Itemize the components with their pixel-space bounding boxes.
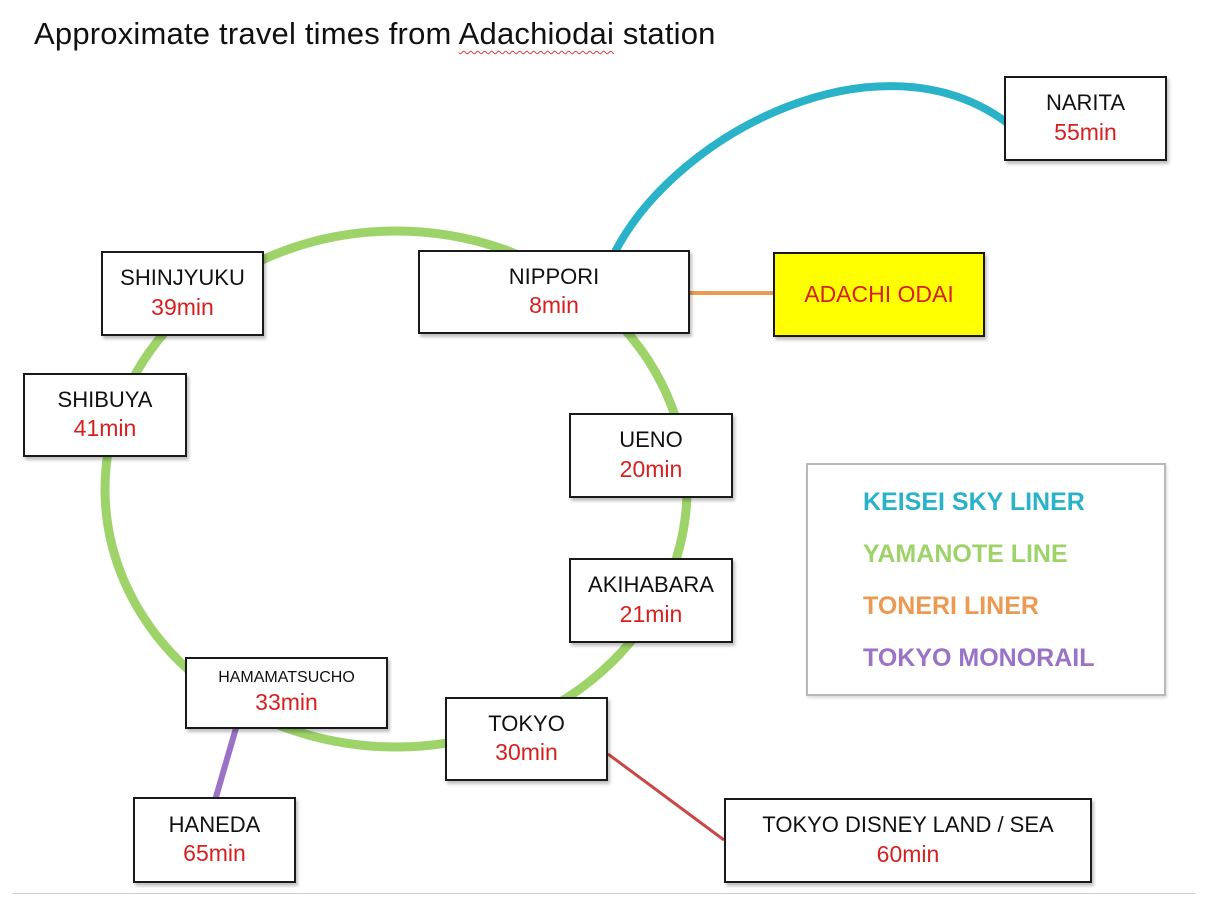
station-name: NIPPORI (508, 263, 600, 289)
station-hamamatsucho: HAMAMATSUCHO 33min (185, 657, 388, 729)
title-station-name: Adachiodai (458, 16, 615, 51)
disney-connection-route (607, 752, 725, 842)
travel-time: 21min (619, 600, 683, 627)
station-name: TOKYO (488, 710, 565, 736)
legend-item-yamanote: YAMANOTE LINE (863, 540, 1068, 568)
travel-time: 30min (495, 739, 558, 766)
station-name: UENO (619, 427, 683, 453)
station-ueno: UENO 20min (569, 413, 733, 498)
travel-time: 41min (73, 415, 137, 442)
station-tokyo-disney: TOKYO DISNEY LAND / SEA 60min (724, 798, 1092, 883)
diagram-title: Approximate travel times from Adachiodai… (34, 16, 716, 51)
legend-item-keisei: KEISEI SKY LINER (863, 488, 1085, 516)
station-name: SHIBUYA (57, 386, 153, 412)
line-legend: KEISEI SKY LINER YAMANOTE LINE TONERI LI… (806, 463, 1166, 696)
travel-time: 33min (255, 689, 318, 716)
tokyo-monorail-route (213, 725, 239, 800)
station-shinjyuku: SHINJYUKU 39min (101, 251, 264, 336)
station-name: AKIHABARA (588, 572, 714, 598)
travel-time: 65min (183, 840, 246, 867)
station-name: HANEDA (168, 811, 261, 837)
station-haneda: HANEDA 65min (133, 797, 296, 883)
keisei-sky-liner-route (612, 82, 1010, 254)
station-name: HAMAMATSUCHO (218, 668, 355, 686)
station-tokyo: TOKYO 30min (445, 697, 608, 781)
station-narita: NARITA 55min (1004, 76, 1167, 161)
station-adachi-odai: ADACHI ODAI (773, 252, 985, 337)
station-name: NARITA (1045, 90, 1126, 116)
travel-time: 39min (151, 293, 214, 320)
station-akihabara: AKIHABARA 21min (569, 558, 733, 643)
station-shibuya: SHIBUYA 41min (23, 373, 187, 457)
travel-time: 8min (529, 292, 579, 319)
station-name: TOKYO DISNEY LAND / SEA (762, 812, 1054, 838)
legend-item-monorail: TOKYO MONORAIL (863, 644, 1095, 672)
station-name: SHINJYUKU (120, 265, 245, 291)
travel-time: 20min (619, 455, 683, 482)
station-name: ADACHI ODAI (804, 280, 954, 307)
station-nippori: NIPPORI 8min (418, 250, 690, 334)
travel-time: 60min (876, 840, 940, 867)
travel-time: 55min (1054, 118, 1117, 145)
bottom-divider (12, 893, 1196, 894)
legend-item-toneri: TONERI LINER (863, 592, 1039, 620)
